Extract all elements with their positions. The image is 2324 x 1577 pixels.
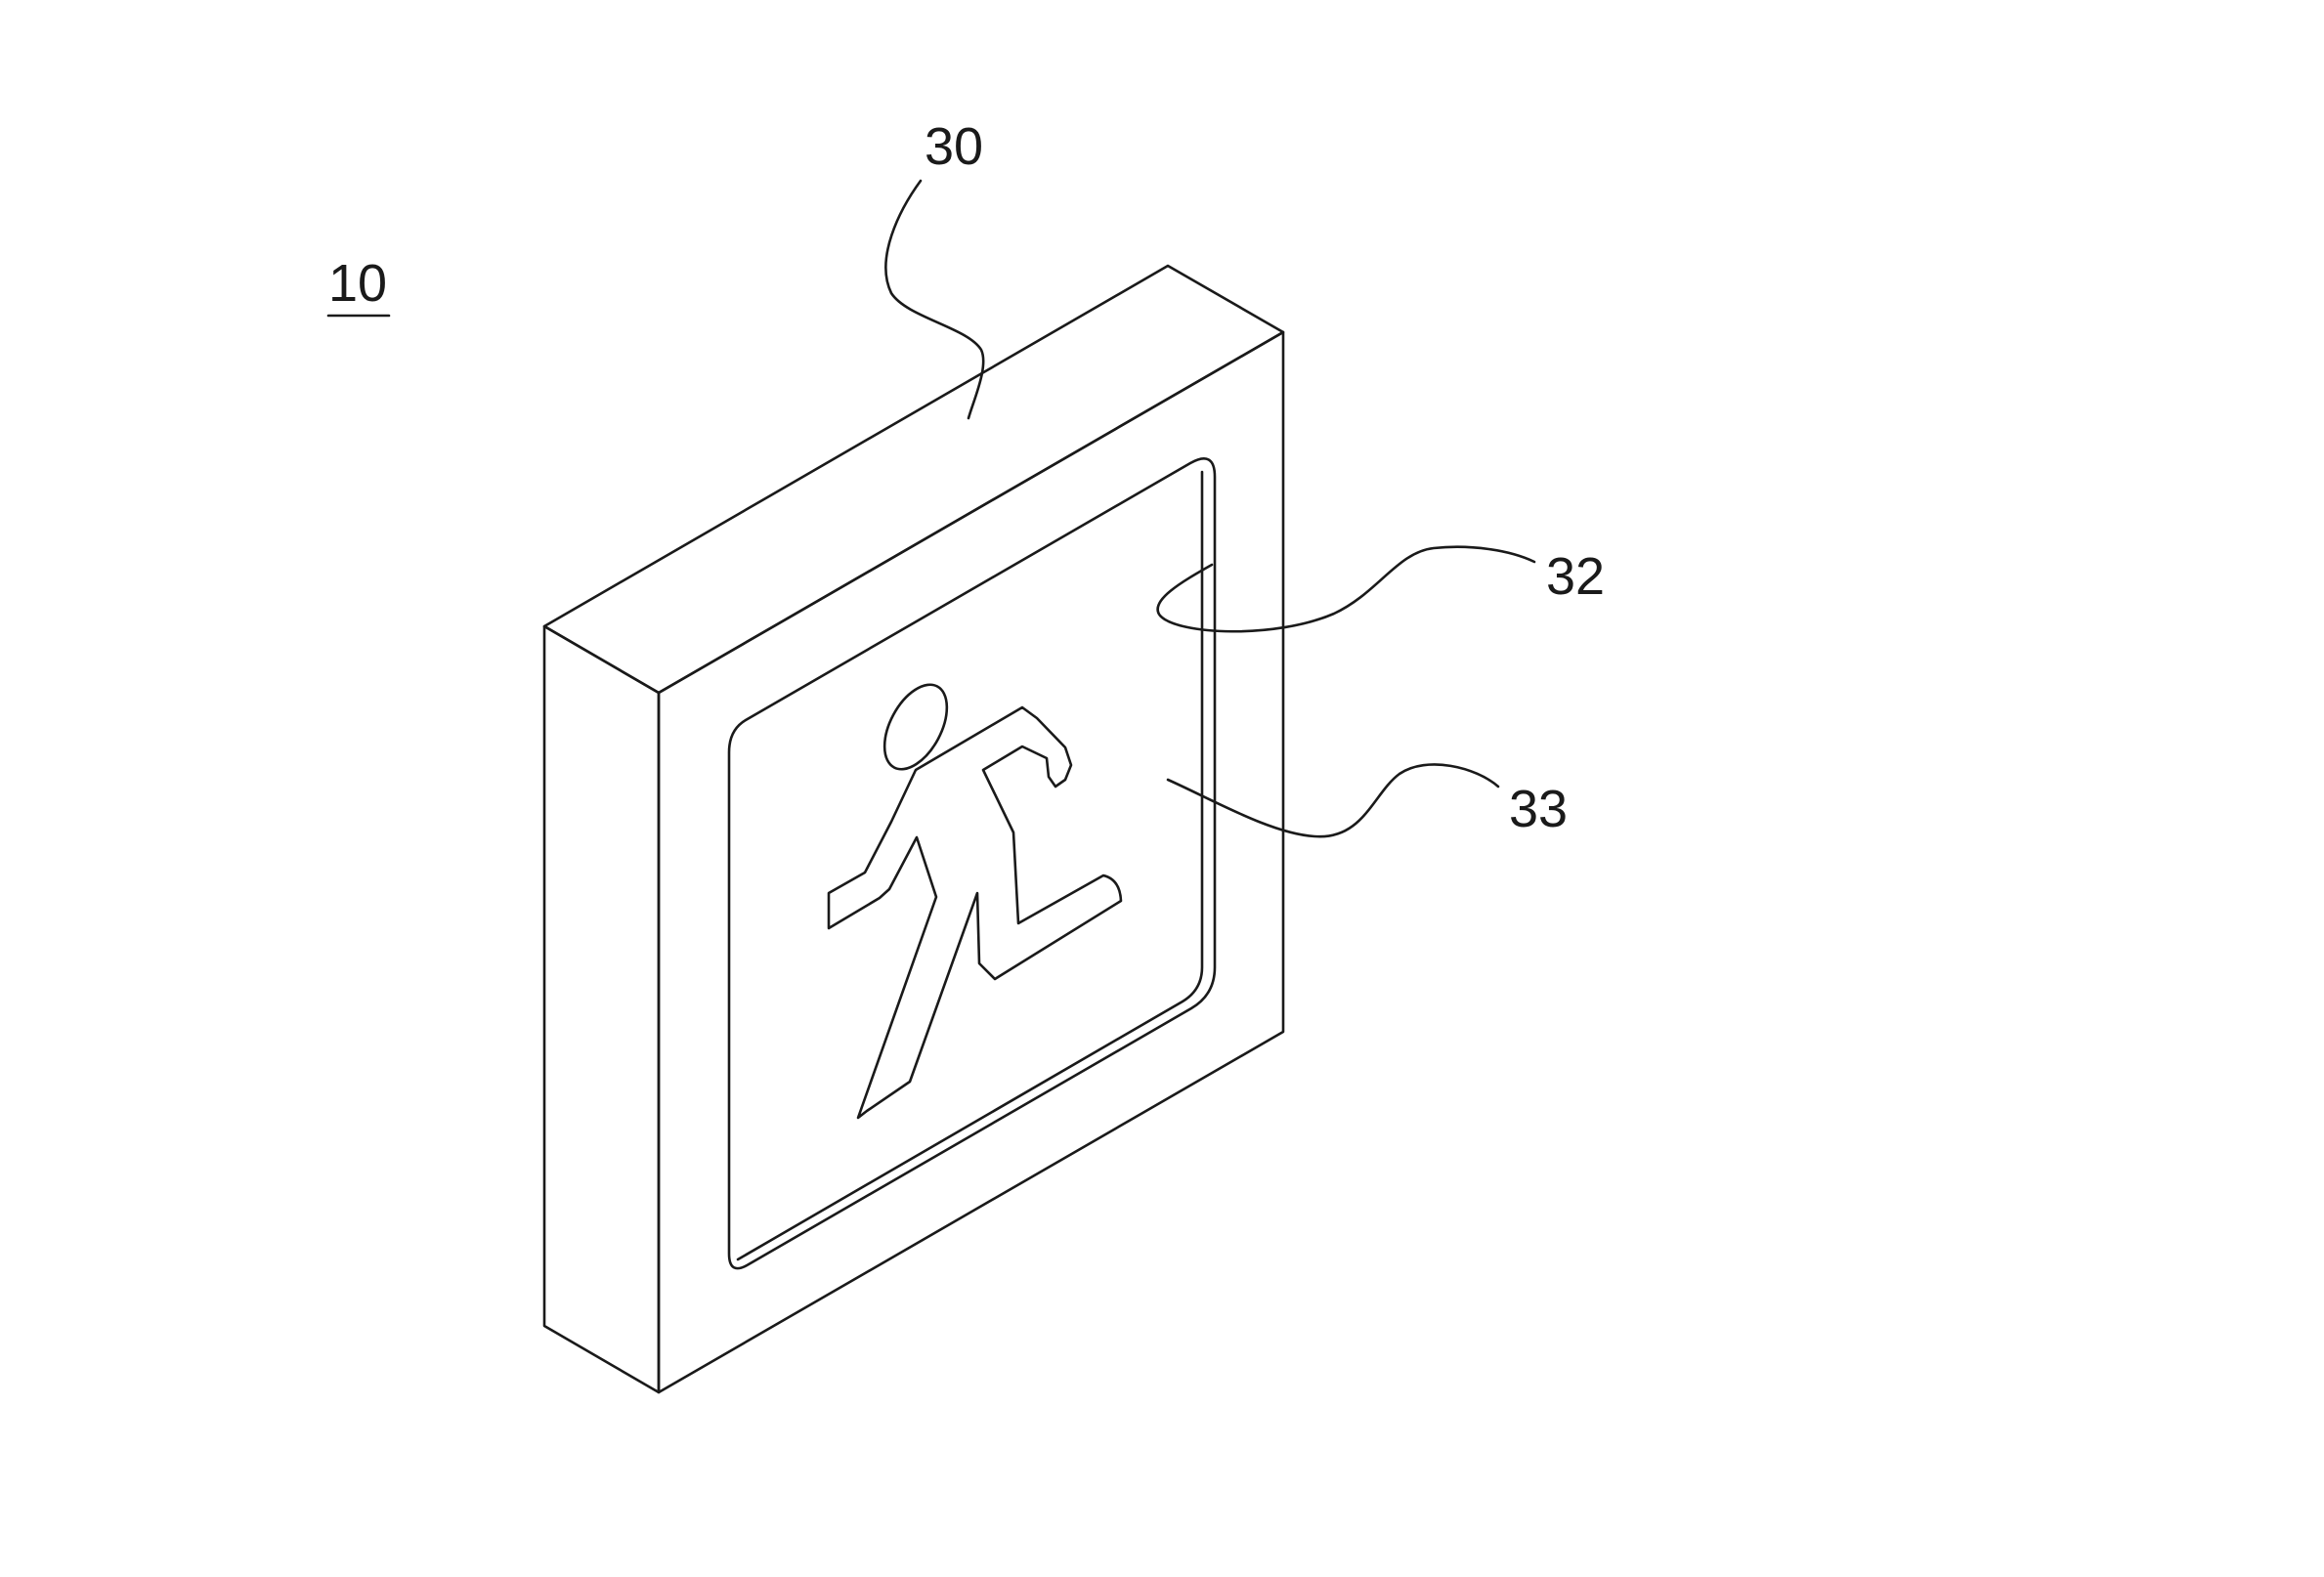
assembly-label: 10 — [328, 254, 387, 313]
panel-face-label: 33 — [1509, 780, 1568, 838]
housing-reference: 30 — [884, 117, 985, 420]
panel-edge-label: 32 — [1546, 547, 1605, 606]
running-man-pictogram — [827, 683, 1123, 1120]
housing-side-face — [542, 624, 661, 1394]
panel-inner-edge — [736, 470, 1204, 1261]
housing-label: 30 — [925, 117, 983, 176]
pictogram-head — [882, 683, 949, 771]
panel-face-reference: 33 — [1166, 763, 1568, 838]
panel-edge-leader-line — [1156, 545, 1536, 633]
sign-housing — [542, 264, 1285, 1394]
assembly-reference: 10 — [326, 254, 391, 318]
display-panel — [727, 457, 1217, 1270]
pictogram-body — [827, 705, 1123, 1120]
panel-edge-reference: 32 — [1156, 545, 1605, 633]
housing-front-face — [657, 330, 1285, 1394]
housing-top-face — [542, 264, 1285, 695]
panel-face-leader-line — [1166, 763, 1500, 838]
panel-outer-edge — [727, 457, 1217, 1270]
housing-leader-line — [884, 179, 985, 420]
